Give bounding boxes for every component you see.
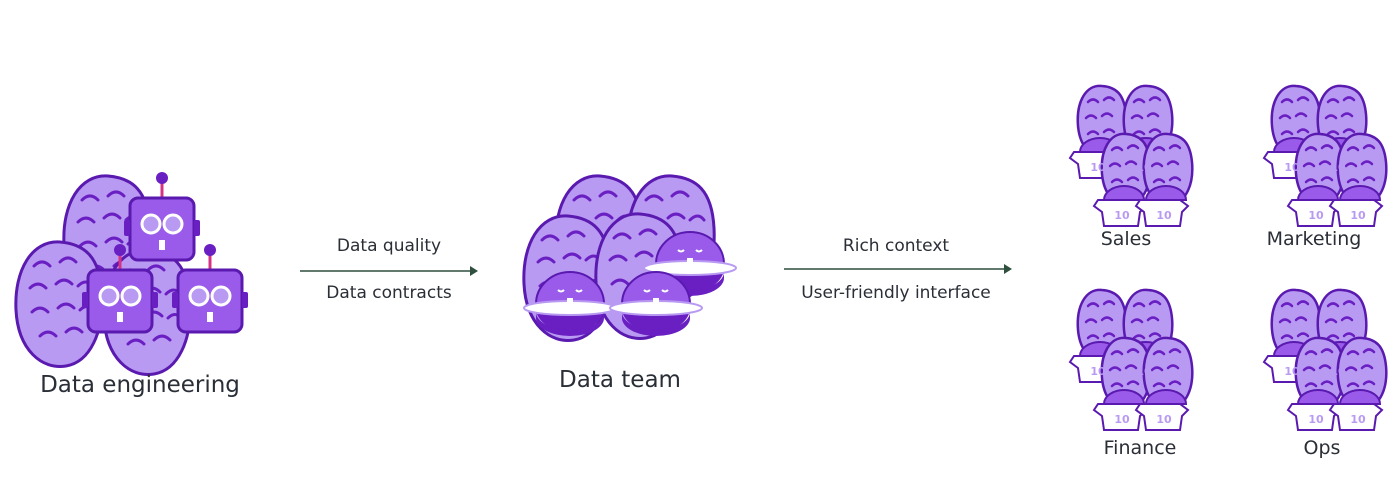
jersey-number: 10 xyxy=(1156,413,1172,426)
arrow-icon xyxy=(300,266,478,276)
sales-crowd-illustration xyxy=(1070,86,1192,226)
jersey-number: 10 xyxy=(1090,365,1106,378)
arrow-icon xyxy=(784,264,1012,274)
sales-label: Sales xyxy=(1100,228,1152,250)
jersey-number: 10 xyxy=(1114,413,1130,426)
finance-label: Finance xyxy=(1103,437,1177,459)
arrow-1-top-label: Data quality xyxy=(336,236,442,256)
ops-crowd-illustration xyxy=(1264,290,1386,430)
jersey-number: 10 xyxy=(1308,413,1324,426)
jersey-number: 10 xyxy=(1284,161,1300,174)
jersey-number: 10 xyxy=(1350,413,1366,426)
jersey-number: 10 xyxy=(1330,365,1346,378)
jersey-number: 10 xyxy=(1330,161,1346,174)
jersey-number: 10 xyxy=(1350,209,1366,222)
jersey-number: 10 xyxy=(1308,209,1324,222)
jersey-number: 10 xyxy=(1136,161,1152,174)
jersey-number: 10 xyxy=(1284,365,1300,378)
data-engineering-label: Data engineering xyxy=(40,372,240,398)
data-team-illustration xyxy=(522,174,737,343)
data-engineering-illustration xyxy=(14,170,250,377)
arrow-2-top-label: Rich context xyxy=(842,236,950,256)
ops-label: Ops xyxy=(1303,437,1341,459)
arrow-2-bottom-label: User-friendly interface xyxy=(801,283,991,303)
jersey-number: 10 xyxy=(1136,365,1152,378)
arrow-1-bottom-label: Data contracts xyxy=(326,283,452,303)
jersey-number: 10 xyxy=(1156,209,1172,222)
jersey-number: 10 xyxy=(1114,209,1130,222)
marketing-label: Marketing xyxy=(1266,228,1362,250)
marketing-crowd-illustration xyxy=(1264,86,1386,226)
jersey-number: 10 xyxy=(1090,161,1106,174)
finance-crowd-illustration xyxy=(1070,290,1192,430)
data-team-label: Data team xyxy=(559,367,681,393)
